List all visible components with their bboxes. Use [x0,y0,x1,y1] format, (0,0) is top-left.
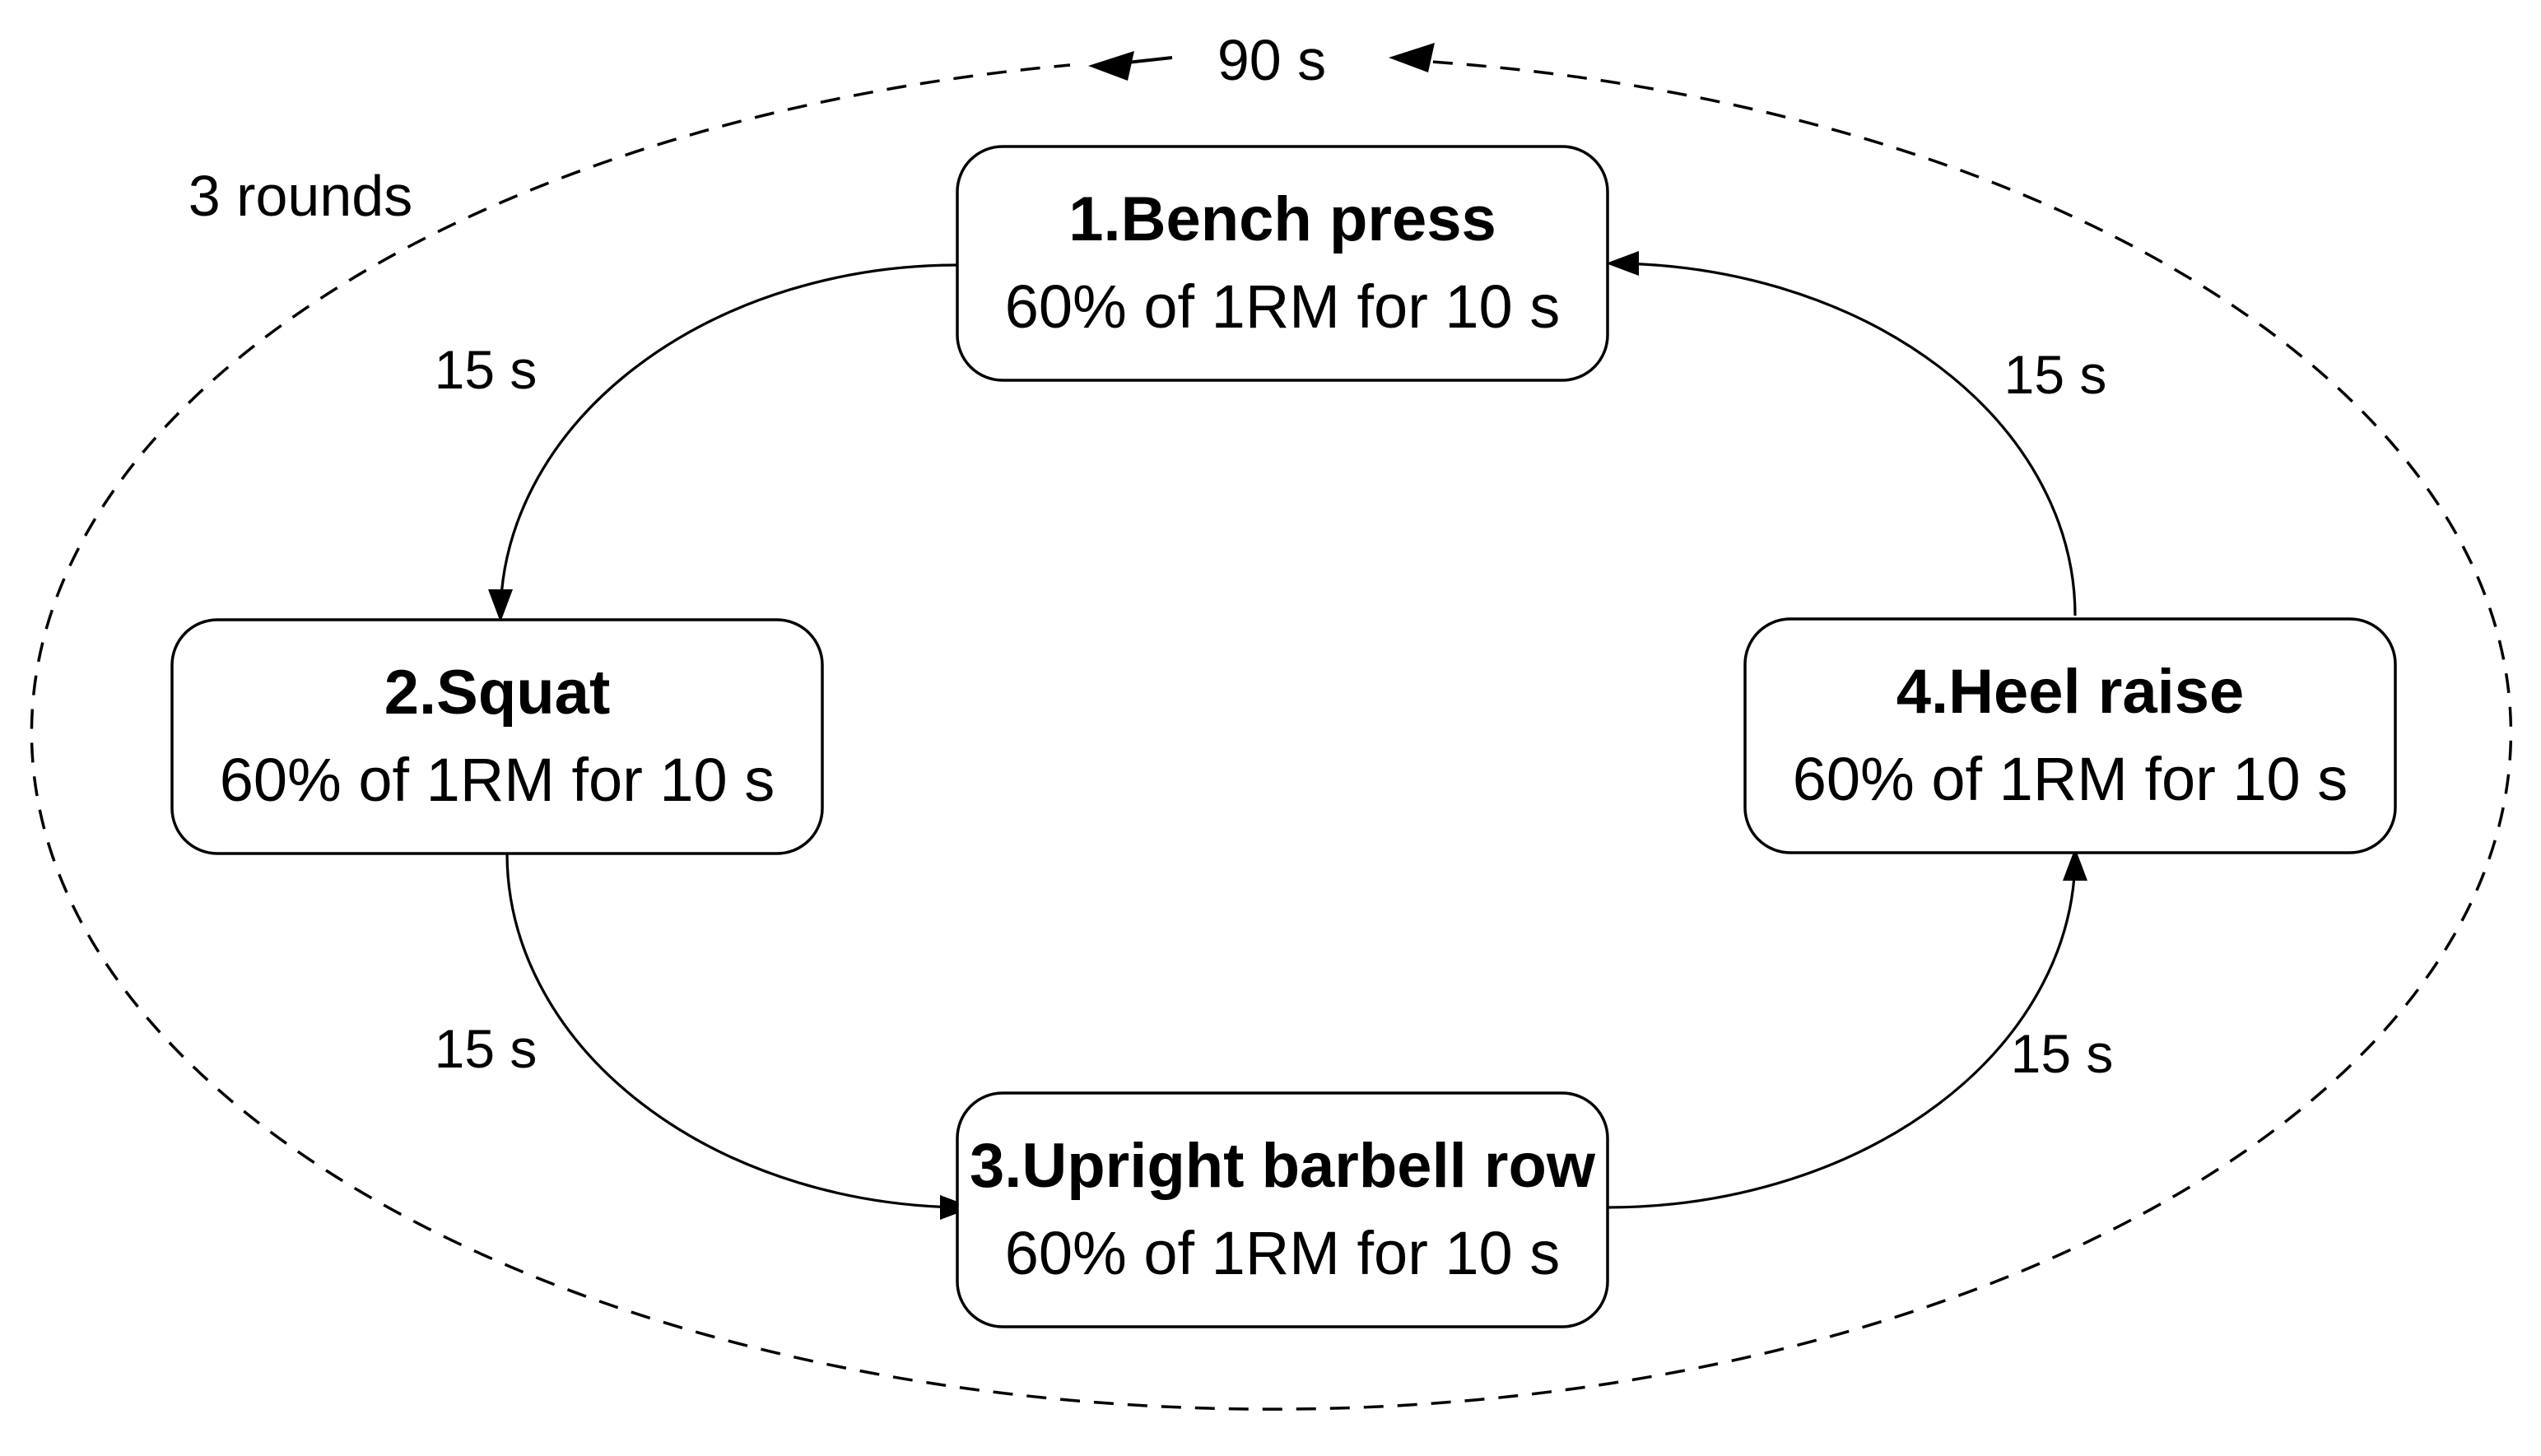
cycle-arrow-left-icon [1088,51,1134,81]
transition-duration-label-top-right: 15 s [2004,344,2107,405]
rounds-label: 3 rounds [188,164,412,228]
dashed-cycle-ellipse [30,58,2513,1411]
arrow-left-icon [1606,251,1639,276]
exercise-node-upright-barbell-row: 3.Upright barbell row 60% of 1RM for 10 … [956,1091,1609,1328]
transition-arc-row-to-heel [1607,854,2077,1209]
exercise-node-heel-raise: 4.Heel raise 60% of 1RM for 10 s [1743,617,2397,854]
transition-arc-squat-to-row [505,853,969,1209]
node-detail: 60% of 1RM for 10 s [1005,1219,1561,1287]
node-title: 4.Heel raise [1896,657,2245,727]
exercise-node-bench-press: 1.Bench press 60% of 1RM for 10 s [956,145,1609,382]
exercise-node-squat: 2.Squat 60% of 1RM for 10 s [170,618,824,855]
transition-duration-label-bottom-right: 15 s [2011,1023,2114,1084]
node-box [170,618,824,855]
node-title: 2.Squat [384,658,611,728]
node-detail: 60% of 1RM for 10 s [220,746,775,814]
transition-duration-label-bottom-left: 15 s [435,1018,538,1079]
node-title: 1.Bench press [1068,184,1496,254]
node-box [956,1091,1609,1328]
rest-duration-label: 90 s [1217,28,1326,92]
arrow-down-icon [488,589,513,622]
transition-arc-heel-to-bench [1610,262,2077,616]
cycle-arrow-left-icon [1389,43,1435,72]
transition-duration-label-top-left: 15 s [435,339,538,400]
node-title: 3.Upright barbell row [970,1131,1596,1201]
node-detail: 60% of 1RM for 10 s [1793,745,2348,813]
arrow-up-icon [2063,848,2087,881]
transition-arc-bench-to-squat [499,263,958,616]
node-box [1743,617,2397,854]
node-box [956,145,1609,382]
node-detail: 60% of 1RM for 10 s [1005,272,1561,341]
